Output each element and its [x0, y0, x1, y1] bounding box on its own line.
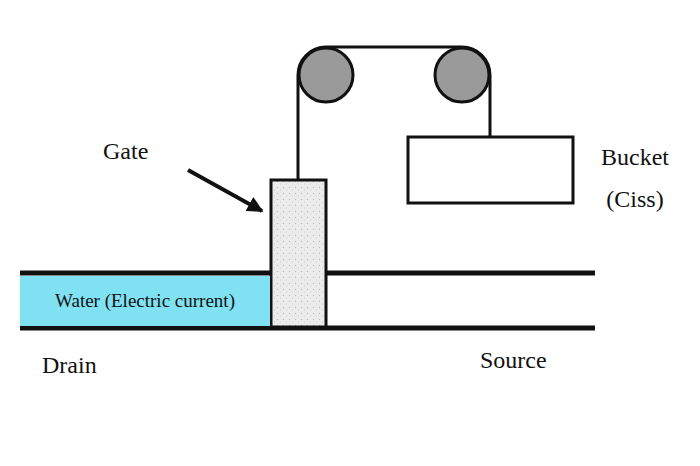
terminal-label: Source — [480, 347, 547, 374]
pulley — [299, 48, 353, 102]
pulley — [435, 48, 489, 102]
part-label: Bucket (Ciss) — [580, 136, 690, 220]
bucket-box — [408, 137, 573, 203]
terminal-label: Drain — [42, 352, 97, 379]
leader-arrow — [188, 170, 262, 211]
part-label: Gate — [103, 138, 148, 165]
pipe-wall — [325, 271, 595, 276]
pipe-wall — [20, 271, 272, 276]
water-region: Water (Electric current) — [20, 276, 270, 326]
gate-block — [271, 180, 326, 327]
region-label: Water (Electric current) — [55, 290, 235, 312]
